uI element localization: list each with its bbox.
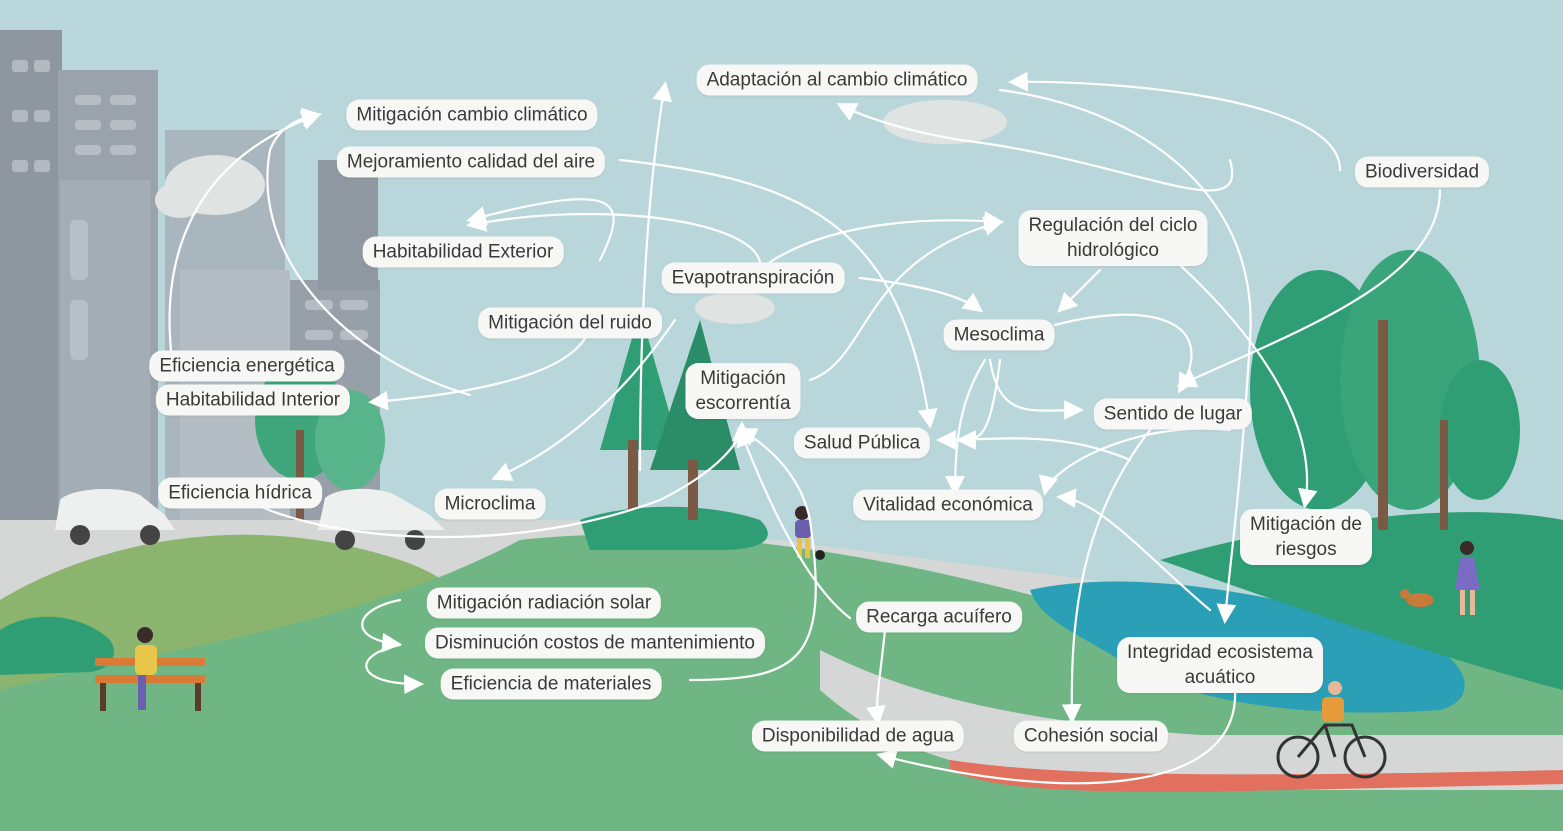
- node-mitigacion-ruido[interactable]: Mitigación del ruido: [478, 307, 662, 339]
- node-line: hidrológico: [1067, 240, 1159, 261]
- woman-dog: [1400, 541, 1480, 615]
- clouds: [155, 100, 1007, 324]
- bike-lane: [950, 760, 1563, 792]
- arrow: [365, 643, 424, 695]
- arrow: [1057, 268, 1102, 313]
- arrow: [168, 110, 322, 362]
- tree: [1440, 360, 1520, 500]
- arrow: [736, 426, 852, 620]
- node-eficiencia-hidrica[interactable]: Eficiencia hídrica: [158, 477, 322, 509]
- node-disponibilidad-de-agua[interactable]: Disponibilidad de agua: [751, 720, 965, 752]
- arrow: [1178, 263, 1318, 509]
- arrow: [1176, 188, 1442, 388]
- arrow: [1008, 71, 1342, 172]
- node-disminucion-costos-mantenimiento[interactable]: Disminución costos de mantenimiento: [425, 627, 765, 659]
- arrow: [1056, 488, 1212, 612]
- node-salud-publica[interactable]: Salud Pública: [793, 427, 931, 459]
- arrow: [936, 430, 1132, 462]
- road-lower: [820, 650, 1563, 790]
- arrow: [808, 216, 1004, 382]
- node-habitabilidad-interior[interactable]: Habitabilidad Interior: [155, 384, 351, 416]
- cloud: [155, 182, 205, 218]
- node-habitabilidad-exterior[interactable]: Habitabilidad Exterior: [362, 236, 564, 268]
- arrow: [988, 358, 1084, 420]
- arrow: [998, 88, 1252, 624]
- arrow: [1061, 428, 1152, 724]
- arrow: [266, 107, 472, 397]
- cyclist: [1276, 681, 1387, 779]
- node-biodiversidad[interactable]: Biodiversidad: [1354, 156, 1490, 188]
- arrow: [858, 276, 984, 313]
- cars: [55, 488, 445, 550]
- shrubs-center: [580, 506, 768, 550]
- arrow: [466, 212, 762, 264]
- building: [0, 30, 62, 530]
- node-mejoramiento-calidad-aire[interactable]: Mejoramiento calidad del aire: [336, 146, 606, 178]
- node-regulacion-ciclo-hidrologico[interactable]: Regulación del ciclo hidrológico: [1018, 210, 1208, 266]
- cloud: [883, 100, 1007, 144]
- arrow: [876, 688, 1237, 785]
- node-mesoclima[interactable]: Mesoclima: [943, 319, 1055, 351]
- arrow: [768, 211, 1004, 264]
- arrow: [638, 81, 673, 472]
- arrow: [361, 598, 402, 653]
- child-ball: [795, 506, 825, 560]
- node-line: acuático: [1184, 667, 1256, 688]
- cloud: [695, 292, 775, 324]
- node-line: Integridad ecosistema: [1127, 642, 1313, 663]
- arrow: [618, 158, 938, 429]
- car: [55, 488, 175, 530]
- node-mitigacion-cambio-climatico[interactable]: Mitigación cambio climático: [346, 99, 598, 131]
- node-line: Mitigación: [700, 368, 786, 389]
- node-mitigacion-de-riesgos[interactable]: Mitigación de riesgos: [1240, 509, 1372, 565]
- node-line: riesgos: [1275, 539, 1337, 560]
- node-line: Regulación del ciclo: [1028, 215, 1198, 236]
- node-eficiencia-energetica[interactable]: Eficiencia energética: [149, 350, 345, 382]
- node-vitalidad-economica[interactable]: Vitalidad económica: [853, 489, 1043, 521]
- building: [318, 160, 378, 290]
- node-line: Mitigación de: [1250, 514, 1362, 535]
- arrow: [688, 428, 817, 682]
- arrow: [1053, 313, 1197, 394]
- node-recarga-acuifero[interactable]: Recarga acuífero: [856, 601, 1022, 633]
- arrow: [491, 318, 677, 481]
- node-sentido-de-lugar[interactable]: Sentido de lugar: [1093, 398, 1253, 430]
- node-mitigacion-radiacion-solar[interactable]: Mitigación radiación solar: [426, 587, 662, 619]
- node-line: escorrentía: [695, 393, 791, 414]
- node-eficiencia-de-materiales[interactable]: Eficiencia de materiales: [440, 668, 662, 700]
- shrubs-left: [0, 616, 114, 675]
- node-integridad-ecosistema-acuatico[interactable]: Integridad ecosistema acuático: [1117, 637, 1323, 693]
- node-adaptacion-cambio-climatico[interactable]: Adaptación al cambio climático: [696, 64, 978, 96]
- node-cohesion-social[interactable]: Cohesión social: [1013, 720, 1169, 752]
- node-microclima[interactable]: Microclima: [434, 488, 546, 520]
- arrow: [228, 421, 752, 539]
- arrow: [866, 628, 887, 726]
- car: [318, 488, 445, 530]
- arrow: [466, 198, 615, 262]
- arrow: [836, 103, 1234, 192]
- node-evapotranspiracion[interactable]: Evapotranspiración: [661, 262, 845, 294]
- node-mitigacion-escorrentia[interactable]: Mitigación escorrentía: [685, 363, 801, 419]
- bench-person: [95, 627, 205, 711]
- arrow: [945, 358, 987, 496]
